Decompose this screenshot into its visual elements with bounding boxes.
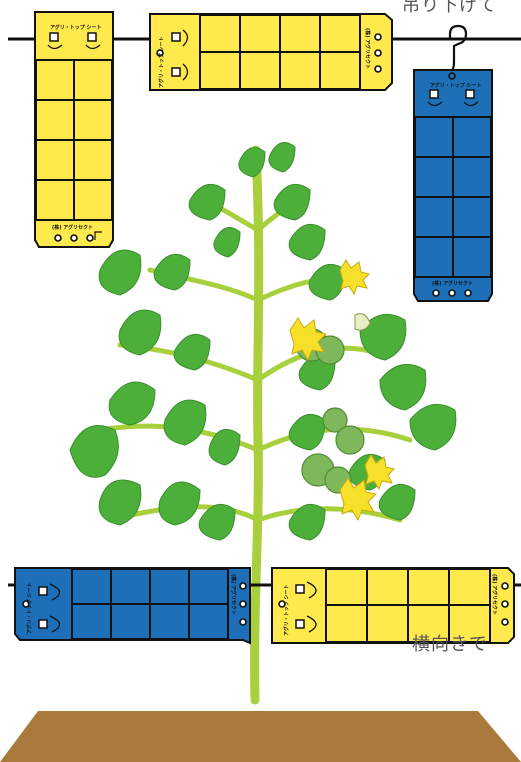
blue-trap-horizontal-product-label: アグリ・トップ シート	[26, 583, 33, 635]
yellow-trap-top-product-label: アグリ・トップ シート	[158, 37, 165, 89]
blue-trap-vertical-product-label: アグリ・トップ シート	[430, 82, 482, 89]
hook	[450, 26, 466, 72]
yellow-trap-top-maker-label: (株) アグリセクト	[364, 28, 371, 69]
soil-bed	[0, 711, 521, 762]
yellow-trap-bottom-product-label: アグリ・トップ シート	[283, 585, 290, 637]
hanging-caption: 吊り下げて	[402, 0, 497, 17]
blue-trap-horizontal-maker-label: (株) アグリセクト	[230, 574, 237, 615]
yellow-trap-vertical-product-label: アグリ・トップ シート	[50, 24, 102, 31]
yellow-trap-bottom-maker-label: (株) アグリセクト	[491, 574, 498, 615]
yellow-trap-vertical-maker-label: (株) アグリセクト	[52, 224, 93, 231]
plant-stem	[255, 150, 259, 700]
blue-trap-vertical-maker-label: (株) アグリセクト	[432, 280, 473, 287]
horizontal-caption: 横向きで	[412, 630, 488, 656]
yellow-trap-vertical: アグリ・トップ シート (株) アグリセクト	[35, 12, 113, 247]
yellow-trap-horizontal-top: (株) アグリセクト アグリ・トップ シート	[150, 14, 392, 90]
blue-trap-vertical: アグリ・トップ シート (株) アグリセクト	[414, 70, 492, 301]
blue-trap-horizontal: (株) アグリセクト アグリ・トップ シート	[15, 568, 250, 643]
